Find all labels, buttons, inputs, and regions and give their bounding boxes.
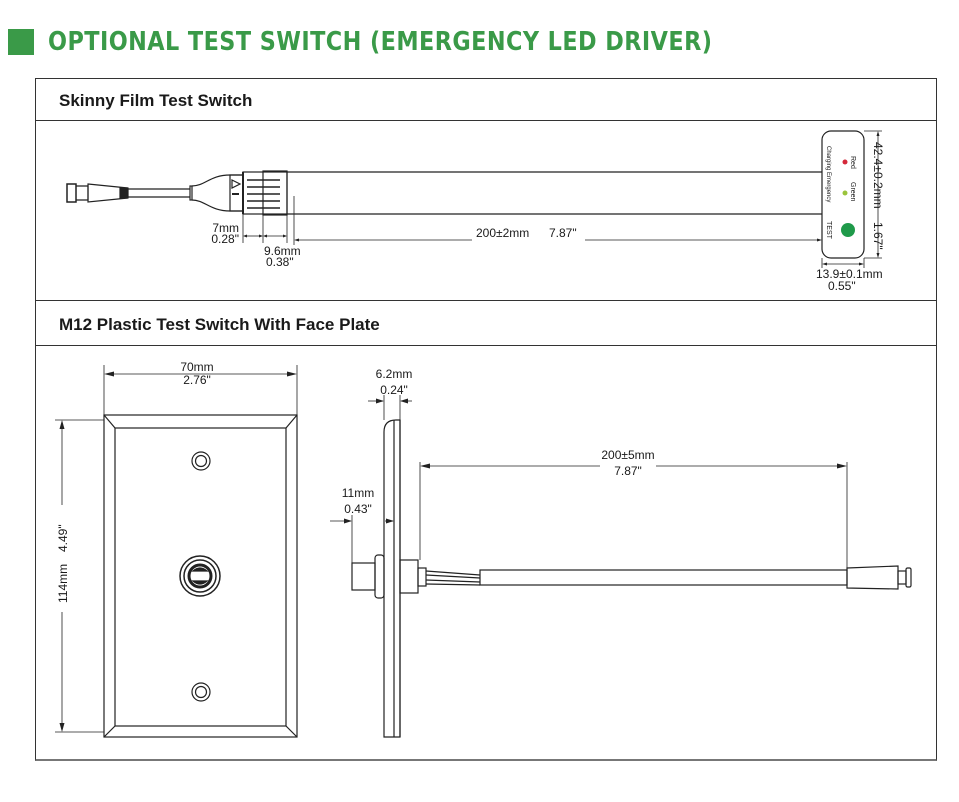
film-length-mm: 200±2mm <box>476 226 529 240</box>
panel-height-in: 1.67" <box>871 222 885 250</box>
panel-label-red: Red <box>849 156 856 169</box>
plate-width-mm: 70mm <box>180 360 213 374</box>
cable-length-in: 7.87" <box>614 464 642 478</box>
page-title-row: OPTIONAL TEST SWITCH (EMERGENCY LED DRIV… <box>8 24 821 60</box>
panel-label-green: Green <box>849 182 856 202</box>
section-heading: M12 Plastic Test Switch With Face Plate <box>59 315 380 334</box>
panel-height-mm: 42.4±0.2mm <box>871 142 885 209</box>
face-plate-side-drawing <box>351 419 912 738</box>
section-heading: Skinny Film Test Switch <box>59 91 253 110</box>
red-indicator-icon <box>842 159 848 165</box>
grip-length-in: 0.38" <box>266 255 294 269</box>
section-header-skinny-film: Skinny Film Test Switch <box>36 79 936 121</box>
section-header-m12: M12 Plastic Test Switch With Face Plate <box>36 300 936 346</box>
button-depth-mm: 11mm <box>342 486 374 500</box>
test-panel-drawing <box>821 130 865 259</box>
title-marker-icon <box>8 29 34 55</box>
m12-connector-drawing <box>66 170 288 216</box>
panel-label-charging-emergency: Charging Emergency <box>825 146 831 202</box>
panel-width-in: 0.55" <box>828 279 856 293</box>
panel-label-test: TEST <box>825 221 832 240</box>
film-strip-drawing <box>287 171 822 215</box>
plate-height-in: 4.49" <box>56 524 70 552</box>
connector-length-mm: 7mm <box>212 221 239 235</box>
connector-length-in: 0.28" <box>211 232 239 246</box>
test-button-icon <box>841 223 855 237</box>
page-title: OPTIONAL TEST SWITCH (EMERGENCY LED DRIV… <box>48 27 713 57</box>
plate-height-mm: 114mm <box>56 564 70 603</box>
plate-thickness-in: 0.24" <box>380 383 408 397</box>
plate-thickness-mm: 6.2mm <box>376 367 413 381</box>
green-indicator-icon <box>842 190 848 196</box>
face-plate-front-drawing <box>103 414 298 738</box>
button-depth-in: 0.43" <box>344 502 372 516</box>
cable-length-mm: 200±5mm <box>601 448 654 462</box>
film-length-in: 7.87" <box>549 226 577 240</box>
panel-width-mm: 13.9±0.1mm <box>816 267 883 281</box>
drawing-frame: Skinny Film Test Switch M12 Plastic Test… <box>35 78 937 761</box>
plate-width-in: 2.76" <box>183 373 211 387</box>
grip-length-mm: 9.6mm <box>264 244 301 258</box>
